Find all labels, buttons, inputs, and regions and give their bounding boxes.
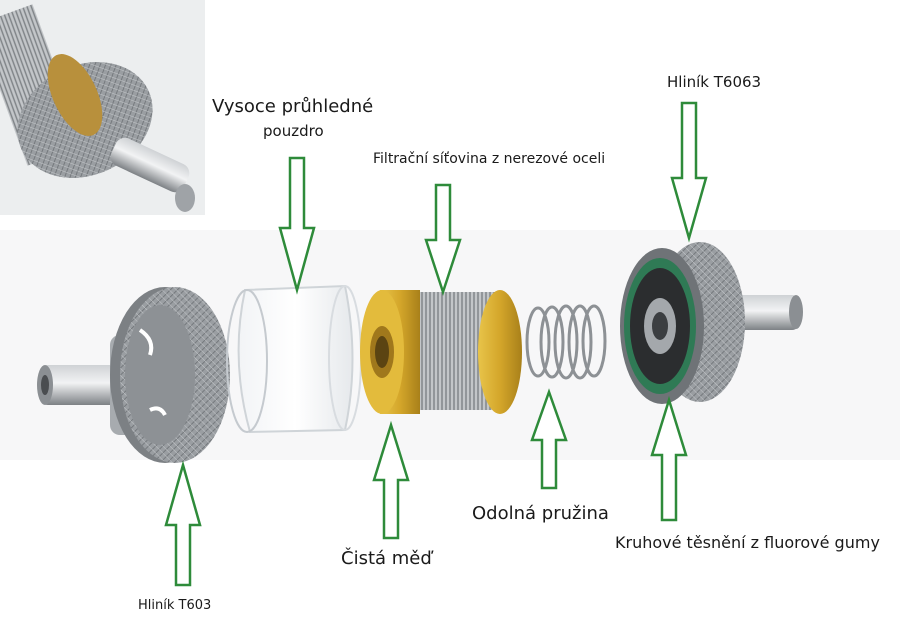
arrow-oring	[650, 395, 688, 522]
left-aluminium-cap	[37, 287, 230, 463]
arrow-aluminium-left	[164, 460, 202, 587]
label-housing-line1: Vysoce průhledné	[212, 96, 374, 117]
label-mesh: Filtrační síťovina z nerezové oceli	[373, 151, 606, 167]
right-aluminium-cap	[620, 242, 803, 404]
arrow-housing	[278, 156, 316, 295]
label-housing-line2: pouzdro	[263, 122, 324, 140]
label-spring: Odolná pružina	[472, 503, 609, 524]
spring	[525, 304, 607, 380]
arrow-mesh	[424, 183, 462, 297]
transparent-housing	[226, 284, 362, 434]
filter-element	[360, 290, 522, 414]
arrow-aluminium-right	[670, 101, 708, 243]
arrow-copper	[372, 420, 410, 540]
label-aluminium-right: Hliník T6063	[667, 73, 762, 91]
label-aluminium-left: Hliník T603	[138, 598, 212, 613]
inset-closeup-image	[0, 0, 205, 215]
label-copper: Čistá měď	[341, 548, 432, 569]
arrow-spring	[530, 388, 568, 490]
label-oring: Kruhové těsnění z fluorové gumy	[615, 533, 880, 552]
